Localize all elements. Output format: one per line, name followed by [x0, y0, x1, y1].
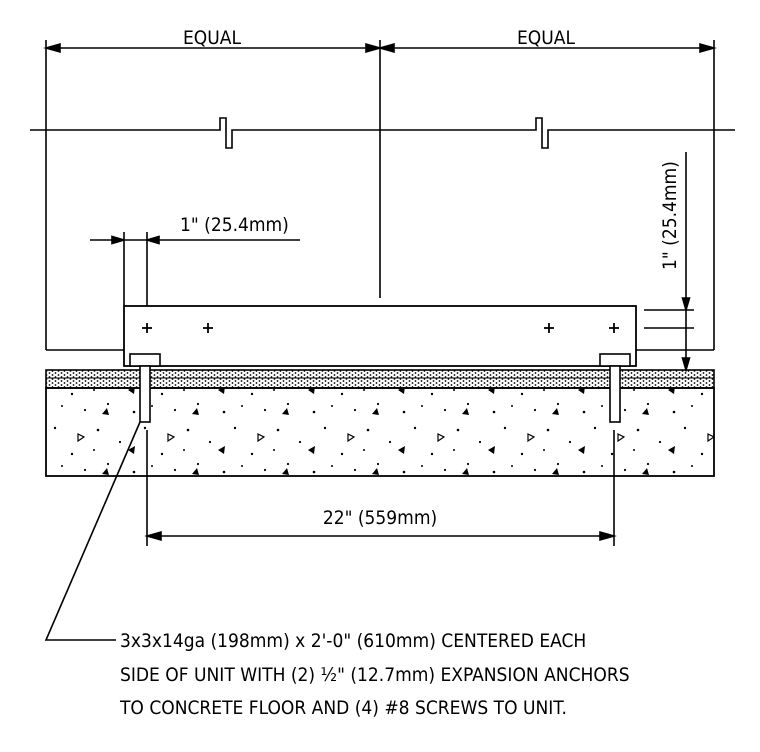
span-label: 22" (559mm) [323, 507, 437, 529]
break-line [30, 117, 735, 149]
anchor-left [139, 365, 151, 423]
offset-label: 1" (25.4mm) [180, 214, 289, 236]
angle-bracket-right [599, 353, 631, 367]
offset-dimension [90, 232, 300, 306]
vertical-label: 1" (25.4mm) [659, 161, 681, 270]
top-dimension [43, 40, 717, 350]
note-line-2: SIDE OF UNIT WITH (2) ½" (12.7mm) EXPANS… [120, 664, 630, 686]
note-line-3: TO CONCRETE FLOOR AND (4) #8 SCREWS TO U… [119, 697, 567, 719]
vertical-dimension [644, 152, 694, 373]
screw-marks [142, 323, 619, 333]
equal-right-label: EQUAL [517, 27, 575, 49]
anchor-right [609, 365, 621, 423]
span-dimension [144, 430, 617, 546]
equal-left-label: EQUAL [183, 27, 241, 49]
angle-bracket-left [129, 353, 161, 367]
leader-line [44, 421, 141, 641]
unit-base [123, 305, 637, 367]
note-line-1: 3x3x14ga (198mm) x 2'-0" (610mm) CENTERE… [120, 630, 586, 652]
concrete-slab [45, 387, 715, 477]
